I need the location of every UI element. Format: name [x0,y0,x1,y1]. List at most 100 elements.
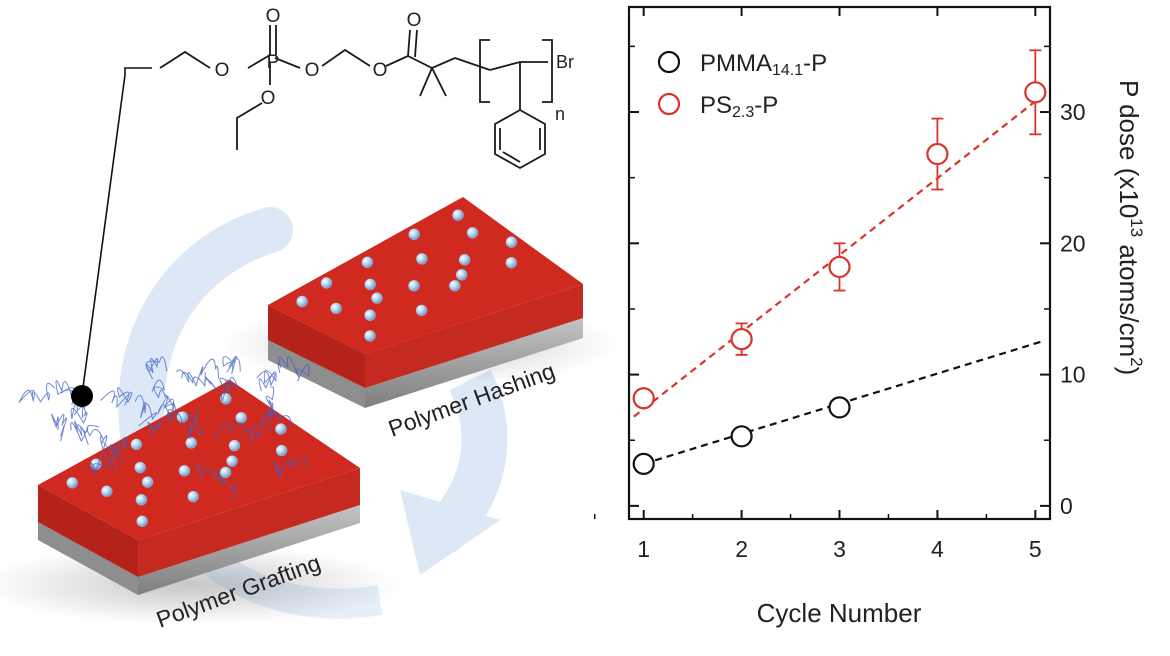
process-illustration: O O P O O O O Br n Polymer Hashing Polym… [0,6,620,633]
surface-dot [187,490,199,503]
polymer-chain [265,386,275,432]
legend-pmma-suffix: -P [803,50,827,77]
surface-dot [415,304,428,317]
polymer-chain [151,379,178,415]
surface-dot [408,228,420,241]
fit-line-ps [633,92,1046,418]
y-tick-label: 0 [1060,493,1073,519]
polymer-brush [18,356,310,503]
surface-dot [408,280,420,292]
polymer-chain [145,356,168,380]
polymer-chain [18,382,56,404]
polymer-chain [187,409,203,439]
x-tick-label: 4 [931,536,944,562]
surface-dot [141,476,154,488]
polymer-chain [70,402,88,425]
polymer-chain [181,371,217,390]
data-point-ps [730,328,753,351]
polymer-chain [261,399,292,427]
surface-dot [275,444,288,457]
dots-group [66,393,288,527]
y-axis-title-unit-exponent: 2 [1127,357,1146,366]
bromine-label: Br [556,52,574,72]
surface-dot [296,295,308,308]
x-tick-label: 1 [637,536,650,562]
surface-dot [505,236,518,248]
data-point-ps [1024,81,1047,104]
y-tick-label: 10 [1060,362,1086,388]
y-axis-title-unit: atoms/cm [1114,237,1144,357]
dots-group [296,209,518,342]
polymer-chain [134,394,157,427]
data-points [632,81,1047,475]
surface-dot [449,280,461,292]
data-point-ps [926,142,949,166]
surface-dot [320,277,333,289]
surface-dot [330,302,342,315]
y-axis-title: P dose (x1013 atoms/cm2) [1114,80,1146,375]
surface-dot [101,485,113,497]
surface-dot [371,292,383,304]
repeat-subscript: n [555,104,565,124]
polymer-chain [100,387,133,409]
polymer-chain [109,436,129,459]
phosphorus-label: P [267,52,280,73]
legend-label-pmma: PMMA14.1-P [700,50,827,79]
molecule-structure [159,25,553,170]
oxygen-label: O [215,60,230,81]
y-tick-label: 20 [1060,230,1086,256]
legend-ps-name: PS [700,92,732,119]
surface-dot [66,477,78,489]
oxygen-label: O [407,10,422,31]
surface-dot [134,461,146,474]
x-tick-label: 2 [735,536,748,562]
surface-dot [466,227,479,239]
legend-label-ps: PS2.3-P [700,92,778,121]
x-axis-title: Cycle Number [757,598,922,628]
polymer-chain [157,395,175,423]
y-tick-label: 30 [1060,99,1086,125]
oxygen-label: O [305,60,320,81]
x-tick-label: 3 [833,536,846,562]
polymer-chain [86,425,113,454]
surface-dot [364,278,376,291]
legend-pmma-name: PMMA [700,50,772,77]
polymer-chain [70,420,89,446]
polymer-chain [219,376,239,402]
surface-dot [178,465,191,477]
error-bars [637,49,1042,404]
legend-ps-subscript: 2.3 [732,104,754,121]
polymer-chain [176,358,219,388]
polymer-chain [215,422,262,445]
legend-pmma-subscript: 14.1 [772,62,803,79]
surface-dot [364,330,376,342]
surface-dot [130,438,143,451]
surface-dot [458,254,471,266]
data-point-ps [632,387,655,410]
surface-dot [136,515,148,527]
surface-dot [219,466,232,479]
substrate-hashed [268,197,583,408]
surface-dot [226,455,238,467]
surface-dot [235,412,247,424]
surface-dot [416,253,428,265]
polymer-chain [222,356,241,374]
surface-dot [228,439,241,452]
legend-marker-pmma [657,50,681,74]
polymer-chain [196,462,237,503]
polymer-chain [90,451,123,476]
data-point-pmma [730,425,753,448]
oxygen-label: O [373,60,388,81]
surface-dot [275,423,287,435]
y-axis: 0 10 20 30 [629,45,1086,519]
surface-dot [220,393,232,405]
polymer-chain [50,413,68,442]
molecule-atoms: O O P O O O O Br n [215,6,574,124]
connector [71,67,152,407]
oxygen-label: O [261,88,276,109]
substrate-grafted [18,356,360,595]
legend-marker-ps [657,92,681,116]
